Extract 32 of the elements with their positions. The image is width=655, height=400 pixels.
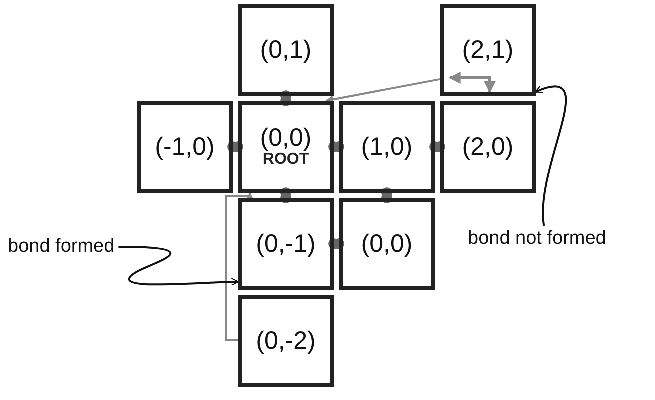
coordinate-label: (2,1) xyxy=(462,38,514,62)
bond-connector xyxy=(328,238,344,250)
bond-connector xyxy=(328,142,344,152)
bond-connector xyxy=(280,188,292,204)
lattice-square xyxy=(238,4,334,96)
root-label: ROOT xyxy=(262,150,310,168)
lattice-square xyxy=(137,101,233,193)
lattice-square xyxy=(238,295,334,387)
coordinate-label: (0,0) xyxy=(361,232,413,256)
lattice-square xyxy=(339,198,435,290)
coordinate-label: (0,1) xyxy=(260,38,312,62)
lattice-square xyxy=(339,101,435,193)
coordinate-label: (0,0) xyxy=(260,126,312,151)
bond-connector xyxy=(280,90,292,106)
coordinate-label: (2,0) xyxy=(462,134,514,160)
coordinate-label: (0,-1) xyxy=(256,232,316,256)
bond-connector xyxy=(430,142,446,152)
lattice-square xyxy=(238,101,334,193)
coordinate-label: (-1,0) xyxy=(155,134,215,160)
annotation-text: bond formed xyxy=(8,236,115,258)
leader-arrow xyxy=(534,86,568,226)
lattice-square xyxy=(238,198,334,290)
coordinate-label: (1,0) xyxy=(361,134,413,160)
bond-connector xyxy=(382,188,392,204)
leader-arrow xyxy=(118,246,240,286)
annotation-text: bond not formed xyxy=(468,228,606,250)
arrow xyxy=(225,192,254,341)
coordinate-label: (0,-2) xyxy=(256,328,316,354)
lattice-square xyxy=(440,4,536,96)
lattice-square xyxy=(440,101,536,193)
arrow xyxy=(326,78,440,104)
bond-connector xyxy=(228,142,244,152)
